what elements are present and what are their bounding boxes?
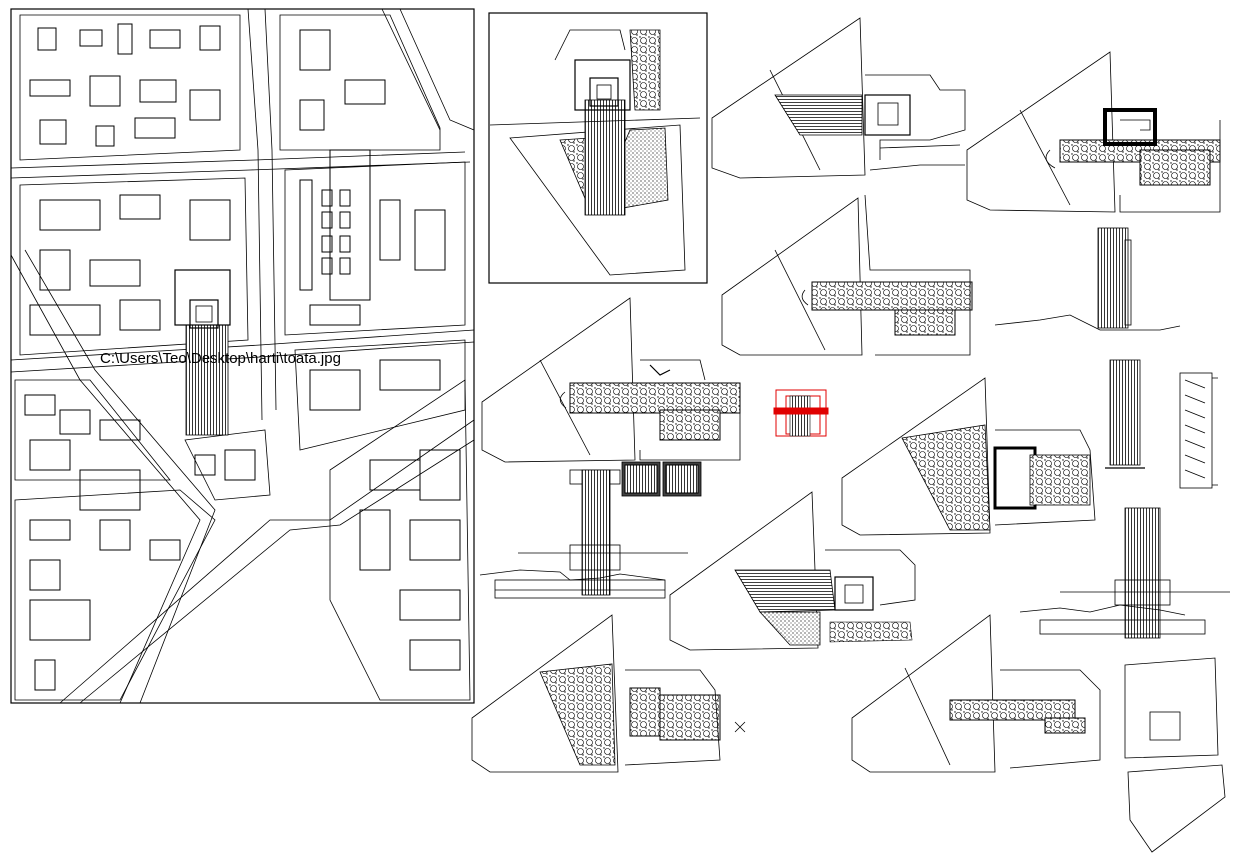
city-map: C:\Users\Teo\Desktop\harti\toata.jpg [10, 8, 475, 704]
highlighted-detail [773, 389, 829, 437]
site-plan-6 [669, 491, 916, 651]
tower-elevation-1 [994, 227, 1181, 331]
framed-site-plan [488, 12, 708, 284]
site-plan-3 [721, 194, 973, 356]
site-outline-2 [1127, 764, 1226, 853]
site-plan-4 [481, 297, 741, 463]
site-plan-1 [711, 17, 966, 179]
site-outline-1 [1124, 657, 1219, 759]
site-plan-7 [471, 614, 746, 773]
tower-section [1179, 372, 1218, 489]
tower-elevation-3 [479, 461, 702, 599]
site-plan-2 [966, 51, 1221, 213]
site-plan-5 [841, 377, 1096, 536]
tower-elevation-2 [1105, 359, 1145, 469]
tower-elevation-4 [1019, 507, 1230, 639]
site-plan-8 [851, 614, 1101, 773]
image-path-label: C:\Users\Teo\Desktop\harti\toata.jpg [100, 350, 341, 367]
